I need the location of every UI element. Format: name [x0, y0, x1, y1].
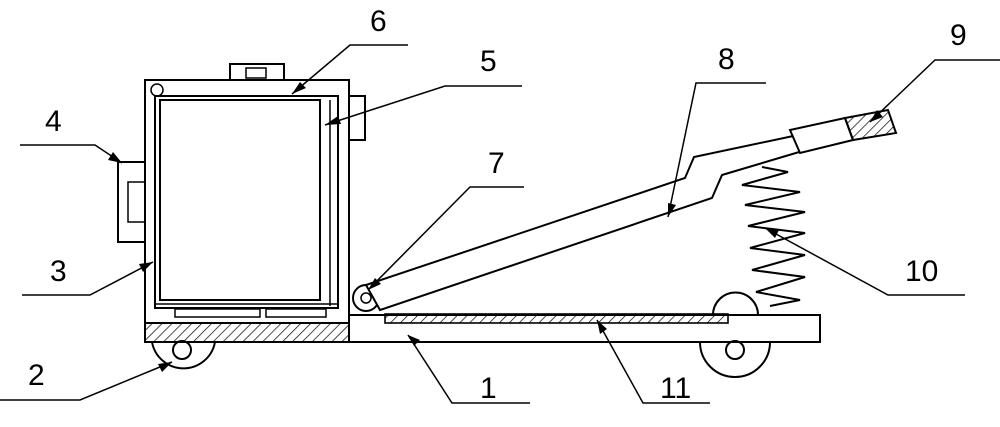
cabinet-body	[144, 79, 350, 324]
label-11: 11	[660, 372, 691, 405]
label-3: 3	[50, 255, 67, 288]
label-5: 5	[480, 45, 497, 78]
part-labels: 1 2 3 4 5 6 7 8 9 10 11	[28, 5, 967, 405]
label-8: 8	[718, 43, 735, 76]
cabinet-inner-slats	[174, 308, 327, 318]
wheel-right	[699, 340, 771, 378]
label-7: 7	[488, 147, 505, 180]
label-2: 2	[28, 359, 45, 392]
label-10: 10	[905, 255, 938, 288]
leader-lines	[0, 44, 1000, 404]
label-9: 9	[950, 19, 967, 52]
side-plate-right	[348, 95, 366, 141]
label-4: 4	[45, 105, 62, 138]
wheel-right-top	[712, 291, 759, 316]
label-1: 1	[480, 372, 497, 405]
spring	[741, 166, 806, 307]
lever-arm	[364, 133, 808, 312]
cabinet-bottom-plate	[144, 322, 350, 343]
handle-tube	[788, 116, 855, 155]
wheel-left	[151, 340, 216, 370]
hatched-pad	[384, 313, 729, 324]
top-handle	[229, 63, 285, 81]
label-6: 6	[370, 5, 387, 38]
handle-grip	[843, 108, 898, 142]
side-box-left	[117, 161, 146, 243]
